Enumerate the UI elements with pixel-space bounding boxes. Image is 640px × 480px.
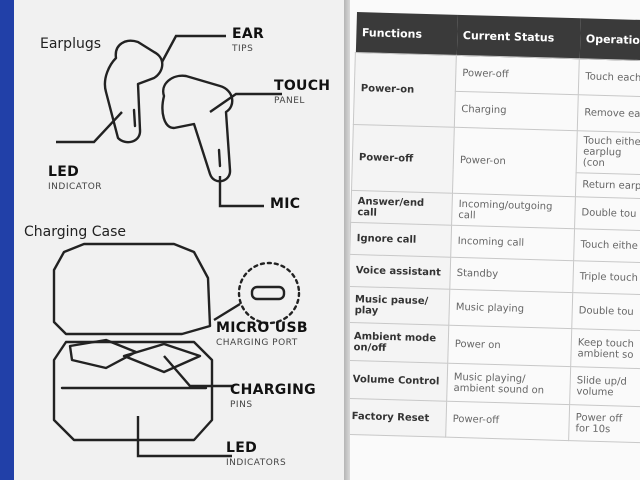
charging-label: CHARGING [230,382,316,398]
status-cell: Power-on [452,127,578,197]
right-earbud-outline [161,74,234,183]
operation-cell: Touch either earplug (con [576,130,640,175]
status-cell: Charging [454,91,579,131]
left-earbud-outline [103,39,164,144]
micro-usb-label: MICRO USB [216,320,308,336]
manual-left-page: Earplugs EAR TIPS TOUCH PANEL LED INDICA… [14,0,350,480]
status-cell: Incoming/outgoing call [451,193,576,229]
led-indicator-callout [56,111,123,144]
indicator-label: INDICATOR [48,182,103,192]
micro-usb-port [250,285,286,301]
functions-table-wrap: Functions Current Status Operation Power… [350,12,640,443]
status-cell: Music playing/ ambient sound on [446,363,571,405]
operation-cell: Remove ear [577,94,640,133]
operation-cell: Double tou [571,292,640,331]
micro-usb-zoom [237,261,301,325]
function-cell: Volume Control [350,360,448,402]
mic-label: MIC [270,196,301,212]
touch-panel-callout [209,92,282,113]
tips-label: TIPS [232,44,254,54]
functions-table: Functions Current Status Operation Power… [350,12,640,443]
case-base [52,340,214,442]
table-row: Factory Reset Power-off Power off for 10… [350,398,640,443]
charging-pins-callout [163,355,234,388]
panel-label: PANEL [274,96,305,106]
case-left-bud [68,338,138,370]
header-current-status: Current Status [456,14,581,59]
header-operation: Operation [579,18,640,61]
case-right-bud [122,342,202,374]
earplugs-title: Earplugs [40,36,102,52]
function-cell: Factory Reset [350,398,447,438]
touch-label: TOUCH [274,78,331,94]
pins-label: PINS [230,400,253,410]
status-cell: Music playing [448,289,573,329]
mic-callout [218,176,264,208]
ear-tips-callout [160,34,226,63]
status-cell: Power on [447,325,572,367]
table-row: Power-off Power-on Touch either earplug … [351,124,640,197]
indicators-label: INDICATORS [226,458,287,468]
operation-cell: Return earp [575,172,640,199]
function-cell: Answer/end call [350,190,453,226]
function-cell: Voice assistant [350,254,451,290]
function-cell: Ignore call [350,222,452,258]
case-lid [52,242,212,336]
status-cell: Power-off [445,401,570,441]
status-cell: Incoming call [450,225,575,261]
left-earbud-led [132,108,137,128]
status-cell: Power-off [455,55,580,95]
manual-right-page: Functions Current Status Operation Power… [350,0,640,480]
operation-cell: Triple touch [572,260,640,295]
function-cell: Power-on [353,52,457,128]
earbuds-and-case-illustration [52,34,301,458]
operation-cell: Double tou [574,196,640,231]
status-cell: Standby [449,257,574,293]
function-cell: Ambient mode on/off [350,322,449,364]
charging-port-label: CHARGING PORT [216,338,298,348]
charging-case-title: Charging Case [24,224,126,240]
header-functions: Functions [355,12,458,56]
operation-cell: Slide up/d volume [569,366,640,407]
operation-cell: Keep touch ambient so [570,328,640,369]
operation-cell: Touch eithe [573,228,640,263]
function-cell: Power-off [351,124,455,194]
function-cell: Music pause/ play [350,286,450,326]
led-indicators-callout [136,416,232,458]
operation-cell: Touch each [578,58,640,97]
page-fold-shadow [344,0,354,480]
operation-cell: Power off for 10s [568,404,640,443]
led-indicators-label: LED [226,440,258,456]
ear-label: EAR [232,26,265,42]
micro-usb-callout [213,302,241,322]
table-row: Power-on Power-off Touch each [353,52,640,128]
right-earbud-mic [217,148,222,168]
led-label: LED [48,164,80,180]
